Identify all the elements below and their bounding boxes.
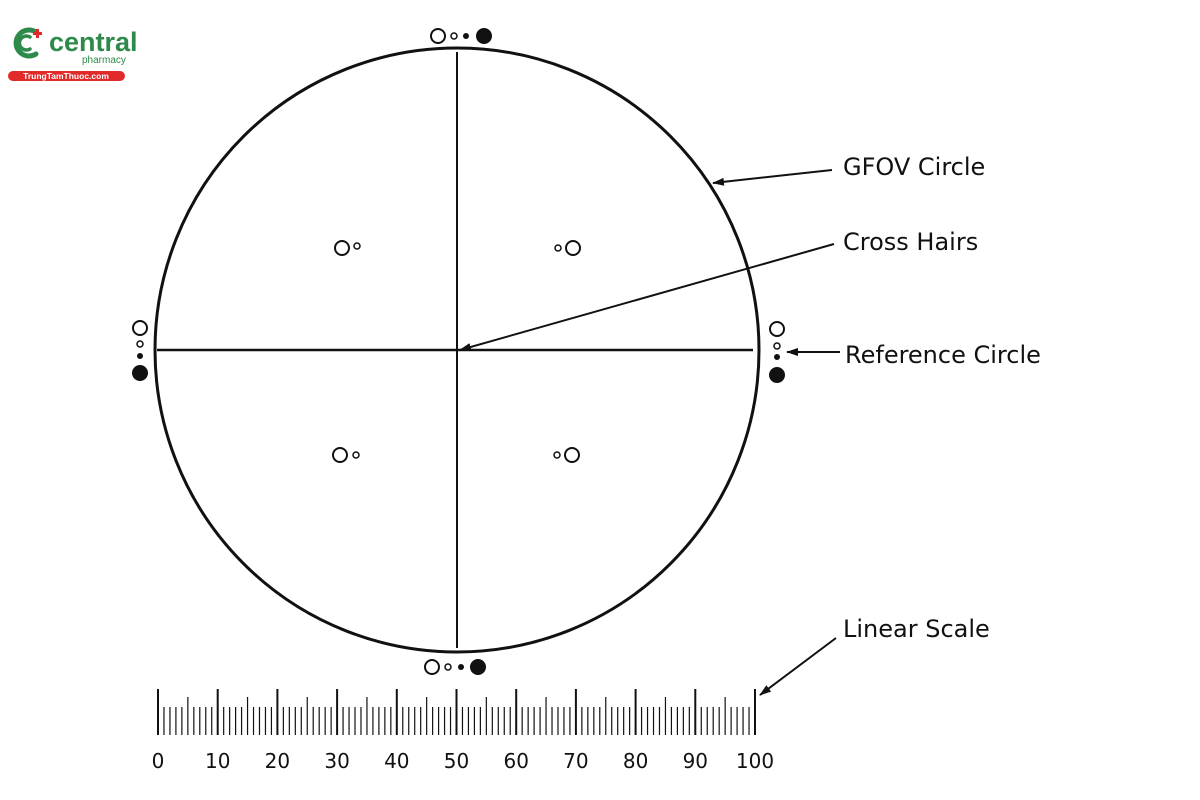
gfov-arrow <box>712 169 833 186</box>
scale-tick-label: 40 <box>384 749 409 773</box>
linear-scale-label: Linear Scale <box>843 615 990 643</box>
scale-tick-label: 10 <box>205 749 230 773</box>
quadrant-mark-top-right <box>554 240 581 256</box>
cross-hairs-arrow <box>459 243 835 351</box>
quadrant-mark-bottom-left <box>332 447 360 463</box>
linear-scale: 0 10 20 30 40 50 60 70 80 90 100 <box>152 689 774 773</box>
scale-tick-label: 60 <box>503 749 528 773</box>
reference-circles <box>132 28 785 675</box>
linear-scale-ticks <box>157 689 756 735</box>
reference-set-left <box>132 320 148 381</box>
quadrant-marks <box>332 240 581 463</box>
logo-name: central <box>49 27 138 57</box>
callout-arrows <box>459 169 840 696</box>
quadrant-mark-top-left <box>334 240 361 256</box>
linear-scale-labels: 0 10 20 30 40 50 60 70 80 90 100 <box>152 749 774 773</box>
scale-tick-label: 50 <box>444 749 469 773</box>
scale-tick-label: 0 <box>152 749 165 773</box>
scale-tick-label: 100 <box>736 749 774 773</box>
scale-tick-label: 70 <box>563 749 588 773</box>
central-pharmacy-logo: central pharmacy TrungTamThuoc.com <box>8 27 138 81</box>
logo-mark-icon <box>13 27 42 59</box>
reference-set-top <box>430 28 492 44</box>
reference-circle-label: Reference Circle <box>845 341 1041 369</box>
scale-tick-label: 20 <box>265 749 290 773</box>
linear-scale-arrow <box>759 637 837 696</box>
scale-tick-label: 90 <box>683 749 708 773</box>
reference-set-right <box>769 321 785 383</box>
quadrant-mark-bottom-right <box>553 447 580 463</box>
reference-set-bottom <box>424 659 486 675</box>
gfov-circle <box>153 46 761 654</box>
logo-site: TrungTamThuoc.com <box>23 71 109 81</box>
scale-tick-label: 80 <box>623 749 648 773</box>
scale-tick-label: 30 <box>324 749 349 773</box>
gfov-circle-label: GFOV Circle <box>843 153 985 181</box>
cross-hairs <box>157 52 753 648</box>
cross-hairs-label: Cross Hairs <box>843 228 978 256</box>
logo-site-badge <box>8 71 125 81</box>
logo-tagline: pharmacy <box>82 55 126 66</box>
